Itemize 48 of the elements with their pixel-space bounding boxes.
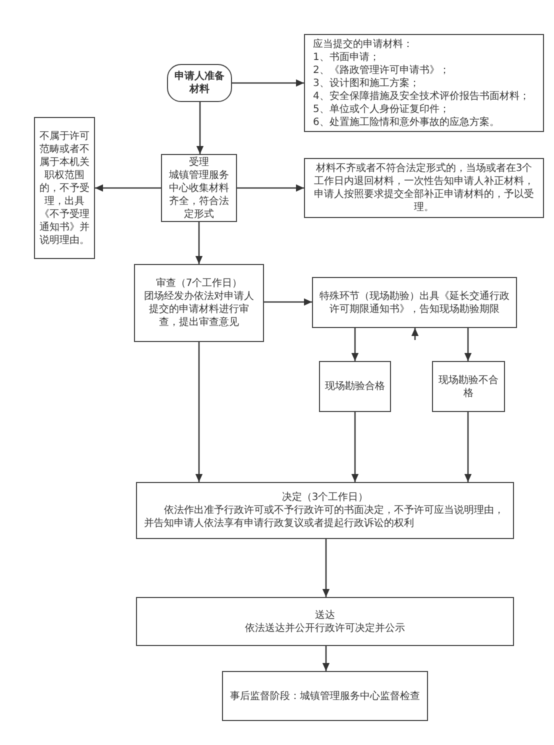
arrow	[322, 646, 330, 671]
list-item: 1、书面申请；	[313, 50, 380, 64]
arrow	[322, 539, 330, 597]
process-box	[432, 361, 505, 412]
arrow	[464, 328, 472, 361]
box-heading: 受理	[188, 156, 210, 168]
start-terminal	[167, 64, 232, 102]
list-item: 5、单位或个人身份证复印件；	[313, 102, 450, 116]
box-text: 依法作出准予行政许可或不予行政许可的书面决定，不予许可应当说明理由，并告知申请人依法享有申请行政复议或者提起行政诉讼的权利	[144, 504, 505, 530]
box-heading: 审查（7个工作日）	[154, 277, 244, 290]
arrow	[351, 328, 359, 361]
arrow	[237, 184, 304, 192]
process-box	[222, 671, 428, 721]
box-text: 特殊环节（现场勘验）出具《延长交通行政许可期限通知书》，告知现场勘验期限	[319, 290, 510, 316]
terminal-text: 申请人准备材料	[174, 70, 226, 96]
arrow	[195, 342, 203, 482]
box-heading: 送达	[314, 608, 336, 622]
arrow	[196, 102, 204, 154]
box-text: 城镇管理服务中心收集材料齐全，符合法定形式	[168, 168, 230, 220]
process-box	[136, 597, 514, 646]
process-box	[319, 361, 391, 412]
box-text: 依法送达并公开行政许可决定并公示	[244, 622, 406, 634]
process-box	[161, 154, 237, 222]
process-box	[34, 117, 95, 259]
arrow	[264, 298, 312, 306]
process-box	[304, 34, 544, 132]
arrow	[232, 79, 304, 87]
process-box	[312, 277, 517, 328]
arrow	[95, 184, 161, 192]
list-item: 4、安全保障措施及安全技术评价报告书面材料；	[313, 90, 530, 102]
list-item: 3、设计图和施工方案；	[313, 76, 420, 90]
box-heading: 决定（3个工作日）	[280, 491, 370, 504]
box-text: 团场经发办依法对申请人提交的申请材料进行审查，提出审查意见	[143, 290, 255, 329]
list-item: 2、《路政管理许可申请书》；	[313, 64, 450, 76]
box-text: 现场勘验不合格	[438, 374, 500, 400]
list-heading: 应当提交的申请材料：	[313, 38, 414, 50]
list-item: 6、处置施工险情和意外事故的应急方案。	[313, 116, 500, 128]
arrow	[195, 222, 203, 264]
process-box	[136, 482, 514, 539]
box-text: 事后监督阶段：城镇管理服务中心监督检查	[230, 690, 420, 702]
box-text: 不属于许可范畴或者不属于本机关职权范围的，不予受理，出具《不予受理通知书》并说明理由。	[38, 130, 90, 246]
box-text: 材料不齐或者不符合法定形式的，当场或者在3个工作日内退回材料，一次性告知申请人补正材料，申请人按照要求提交全部补正申请材料的，予以受理。	[313, 162, 535, 214]
arrow	[351, 412, 359, 482]
process-box	[304, 158, 544, 218]
arrow	[464, 412, 472, 482]
box-text: 现场勘验合格	[324, 380, 386, 393]
arrow	[411, 328, 419, 340]
process-box	[134, 264, 264, 342]
